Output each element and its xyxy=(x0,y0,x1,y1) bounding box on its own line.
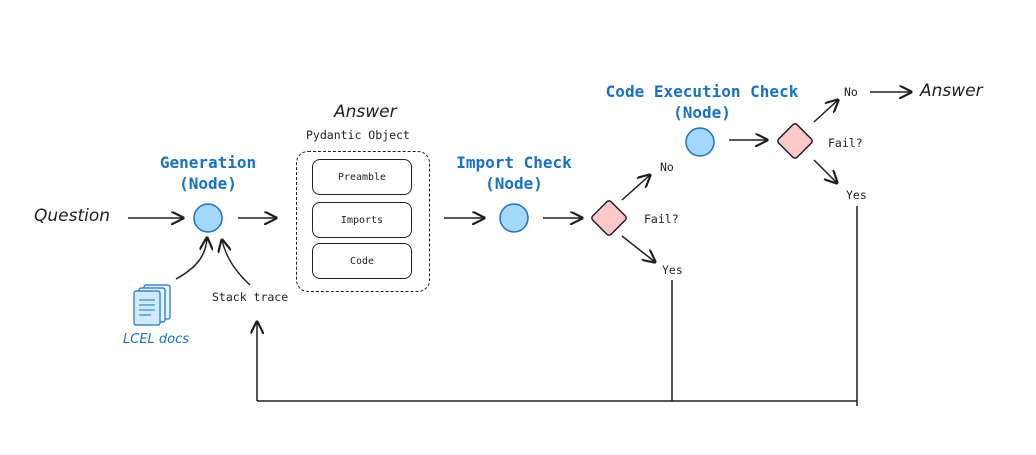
generation-subtitle: (Node) xyxy=(179,174,237,193)
code-exec-title: Code Execution Check xyxy=(605,82,799,101)
code-exec-node-title: Code Execution Check (Node) xyxy=(592,81,812,123)
answer-object-container xyxy=(296,151,430,292)
field-code-box[interactable]: Code xyxy=(312,243,412,279)
exec-decision-diamond[interactable] xyxy=(777,123,814,160)
generation-node-title: Generation (Node) xyxy=(148,152,268,194)
code-exec-node-icon[interactable] xyxy=(685,127,715,157)
import-decision-diamond[interactable] xyxy=(591,200,628,237)
import-no-label: No xyxy=(660,160,674,174)
generation-node-icon[interactable] xyxy=(193,203,223,233)
generation-title: Generation xyxy=(159,153,257,172)
import-check-node-icon[interactable] xyxy=(499,203,529,233)
arrow-stacktrace-to-generation xyxy=(222,240,251,286)
field-code-label: Code xyxy=(349,255,375,267)
exec-yes-label: Yes xyxy=(846,188,867,202)
exec-no-label: No xyxy=(844,85,858,99)
field-preamble-label: Preamble xyxy=(337,171,387,183)
arrow-exec-decision-yes xyxy=(813,159,837,183)
answer-object-heading: Answer xyxy=(334,102,397,122)
code-exec-subtitle: (Node) xyxy=(673,103,731,122)
field-preamble-box[interactable]: Preamble xyxy=(312,159,412,195)
import-check-subtitle: (Node) xyxy=(485,174,543,193)
field-imports-box[interactable]: Imports xyxy=(312,202,412,238)
final-answer-label: Answer xyxy=(920,81,983,101)
question-label: Question xyxy=(34,206,111,226)
arrow-docs-to-generation xyxy=(175,238,207,280)
import-check-title: Import Check xyxy=(456,153,572,172)
stack-trace-label: Stack trace xyxy=(212,290,289,304)
arrow-exec-decision-no xyxy=(813,100,838,123)
import-fail-label: Fail? xyxy=(644,212,679,226)
document-stack-icon xyxy=(133,284,171,326)
field-imports-label: Imports xyxy=(340,214,384,226)
arrow-import-decision-yes xyxy=(621,235,655,262)
exec-fail-label: Fail? xyxy=(828,136,863,150)
answer-object-subheading: Pydantic Object xyxy=(306,128,410,142)
arrow-import-decision-no xyxy=(621,175,650,201)
lcel-docs-label: LCEL docs xyxy=(123,332,190,347)
import-yes-label: Yes xyxy=(662,263,683,277)
import-check-node-title: Import Check (Node) xyxy=(444,152,584,194)
